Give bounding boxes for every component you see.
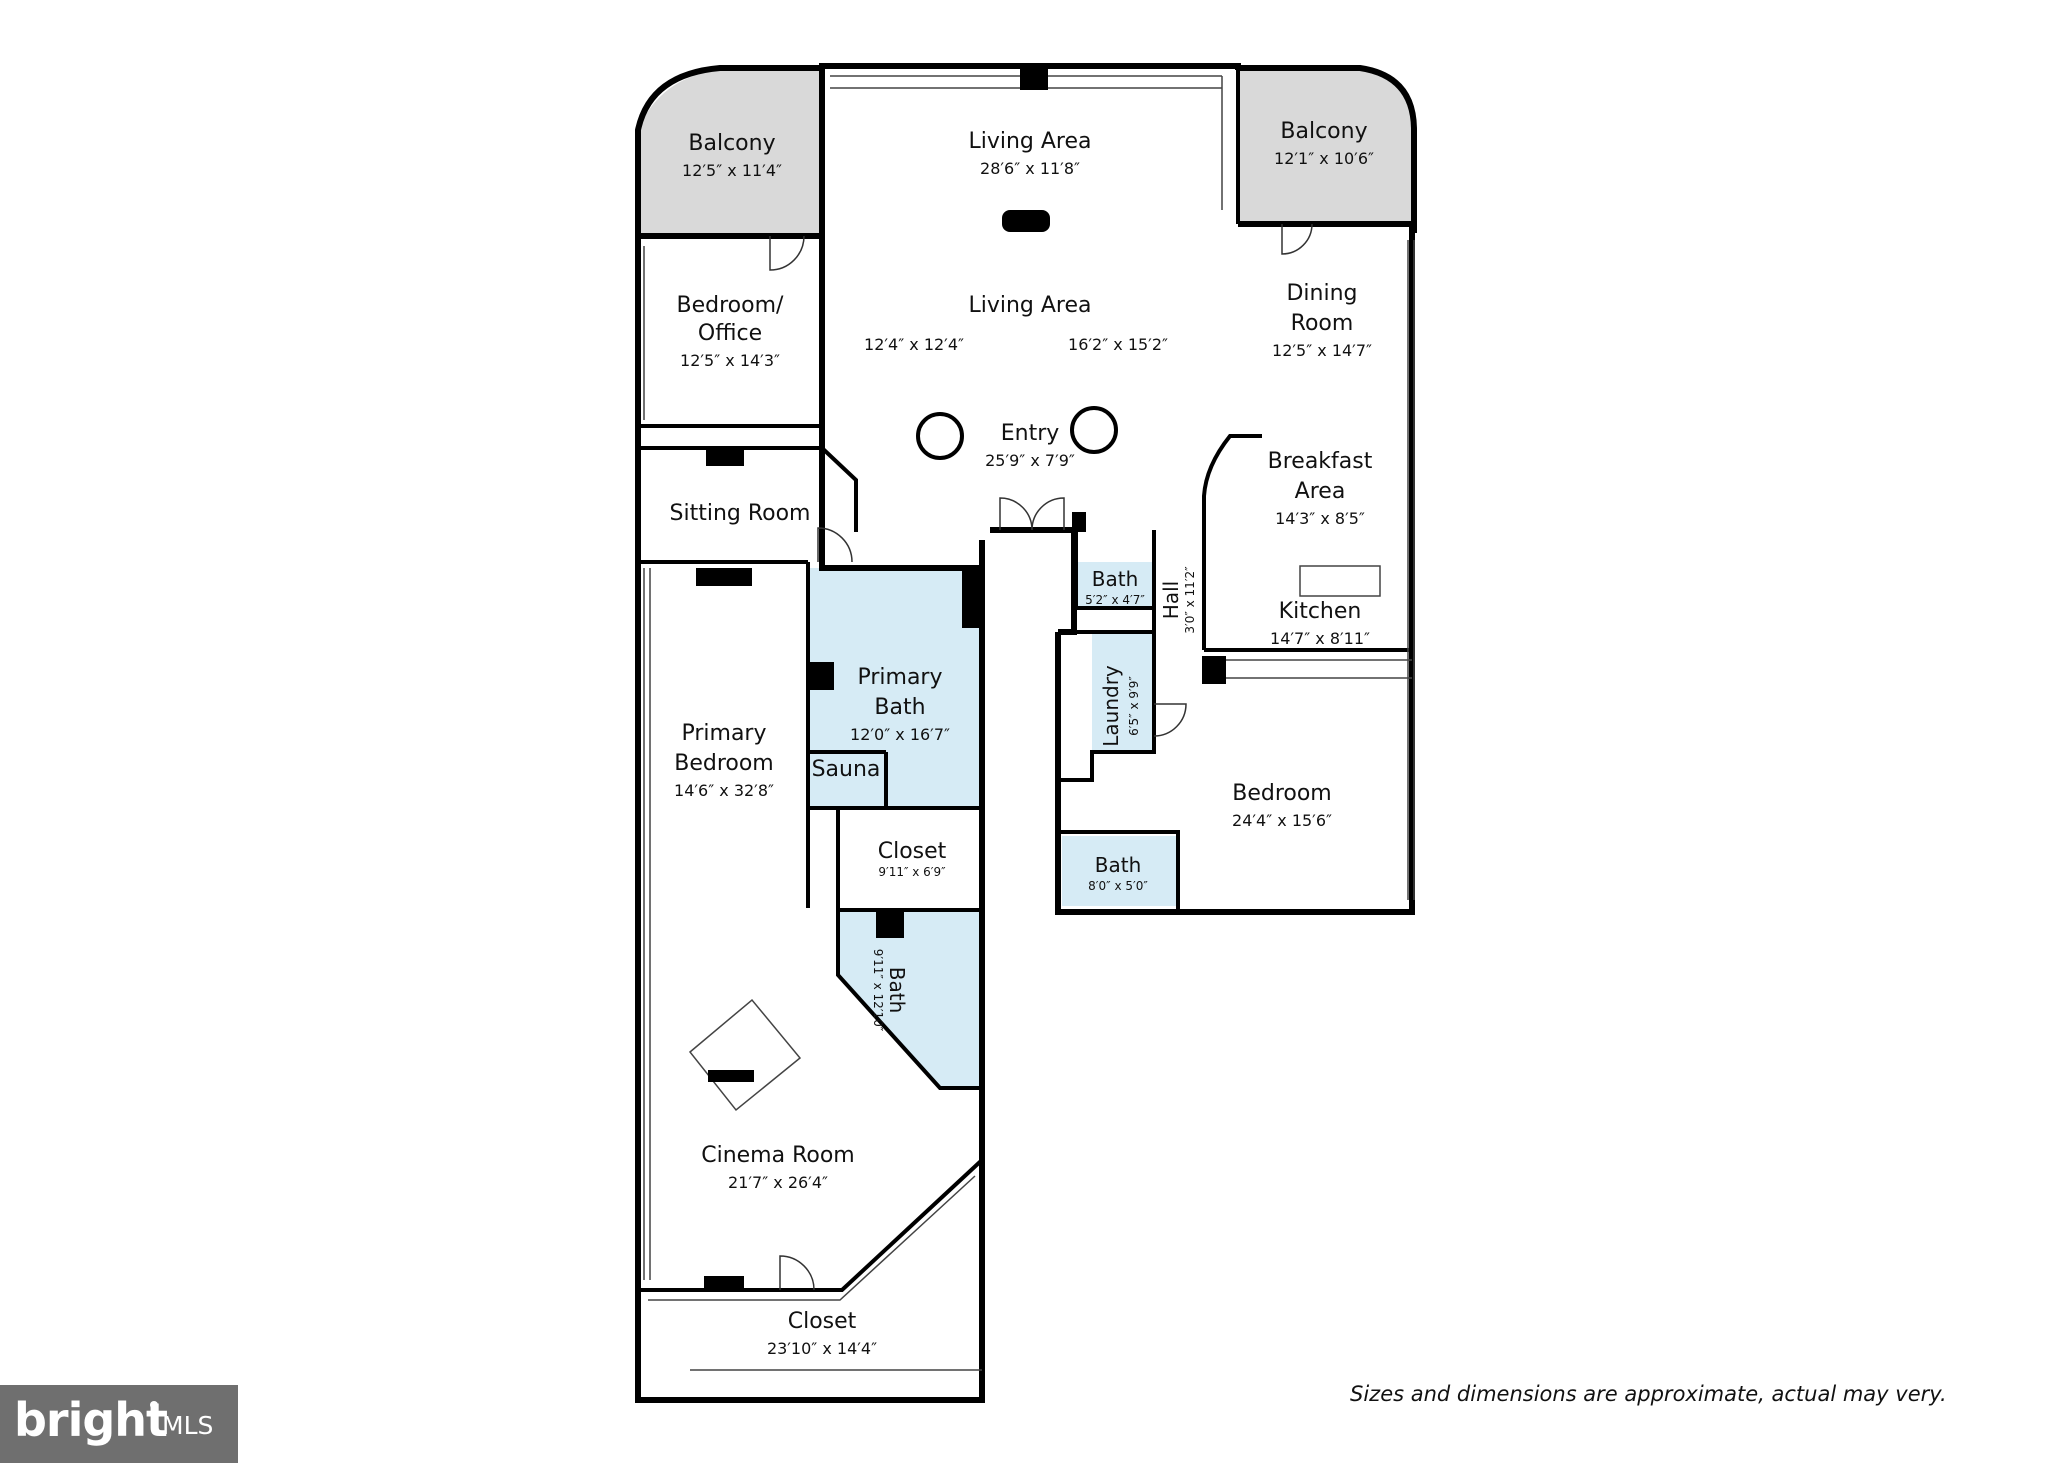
fireplace: [1002, 210, 1050, 232]
dining-name-1: Dining: [1286, 281, 1357, 306]
living-mid-name: Living Area: [968, 293, 1091, 318]
bath-vertical-dim: 9′11″ x 12′10″: [871, 949, 885, 1032]
entry-wall: [990, 527, 1077, 635]
balcony-right-dim: 12′1″ x 10′6″: [1274, 149, 1374, 168]
sitting-angle: [820, 446, 858, 532]
dining-name-2: Room: [1291, 311, 1354, 336]
column-primary: [696, 568, 752, 586]
breakfast-wall: [1202, 434, 1262, 560]
laundry-dim: 6′5″ x 9′9″: [1127, 676, 1141, 736]
entry-column-right: [1070, 406, 1118, 454]
bright-mls-logo: bright MLS: [0, 1385, 238, 1463]
living-mid-dim-right: 16′2″ x 15′2″: [1068, 335, 1168, 354]
entry-column-left: [916, 412, 964, 460]
balcony-left-name: Balcony: [688, 131, 775, 156]
entry-dim: 25′9″ x 7′9″: [985, 451, 1075, 470]
primary-bedroom-dim: 14′6″ x 32′8″: [674, 781, 774, 800]
living-left-wall: [819, 70, 985, 571]
laundry-name: Laundry: [1099, 665, 1123, 747]
door-sitting: [817, 527, 853, 563]
column-bottom: [704, 1276, 744, 1292]
breakfast-name-1: Breakfast: [1268, 449, 1373, 474]
laundry-fill: [1092, 632, 1154, 752]
cinema-name: Cinema Room: [701, 1143, 855, 1168]
primary-bedroom-name-2: Bedroom: [674, 751, 774, 776]
bath-small-walls: [1074, 530, 1156, 610]
kitchen-counter-lines: [1204, 565, 1412, 679]
column-bedroom: [706, 448, 744, 466]
closet-bottom-name: Closet: [788, 1309, 857, 1334]
kitchen-dim: 14′7″ x 8′11″: [1270, 629, 1370, 648]
breakfast-dim: 14′3″ x 8′5″: [1275, 509, 1365, 528]
door-laundry: [1153, 703, 1187, 737]
primary-bath-walls: [806, 568, 982, 810]
bedroom-dim: 24′4″ x 15′6″: [1232, 811, 1332, 830]
bath-bedroom-walls: [1058, 830, 1180, 912]
bedroom-office-name-2: Office: [698, 321, 762, 346]
kitchen-walls: [1202, 560, 1412, 652]
door-entry: [999, 497, 1065, 531]
sauna-name: Sauna: [812, 757, 881, 782]
door-bedroom-office: [769, 235, 805, 271]
primary-bath-name-2: Bath: [874, 695, 925, 720]
balcony-left-dim: 12′5″ x 11′4″: [682, 161, 782, 180]
bedroom-office-name-1: Bedroom/: [677, 293, 785, 318]
left-window-lines: [643, 246, 651, 1280]
bottom-closet-lines: [648, 1175, 982, 1371]
column-kitchen: [1202, 656, 1226, 684]
sitting-name: Sitting Room: [670, 501, 811, 526]
bedroom-name: Bedroom: [1232, 781, 1332, 806]
dining-dim: 12′5″ x 14′7″: [1272, 341, 1372, 360]
living-top-name: Living Area: [968, 129, 1091, 154]
closet-mid-name: Closet: [878, 839, 947, 864]
balcony-right-area: [1238, 70, 1412, 222]
closet-bottom-dim: 23′10″ x 14′4″: [767, 1339, 877, 1358]
bath-bedroom-fill: [1062, 836, 1178, 906]
kitchen-name: Kitchen: [1279, 599, 1362, 624]
cinema-screen-outline: [688, 998, 802, 1112]
primary-bath-fill: [808, 568, 980, 808]
bath-small-name: Bath: [1092, 567, 1139, 591]
bath-small-dim: 5′2″ x 4′7″: [1085, 593, 1145, 607]
door-dining: [1281, 223, 1313, 255]
approximate-sizes-note: Sizes and dimensions are approximate, ac…: [1350, 1382, 1947, 1406]
balcony-right-name: Balcony: [1280, 119, 1367, 144]
cinema-dim: 21′7″ x 26′4″: [728, 1173, 828, 1192]
bath-vertical-fill: [838, 910, 980, 1088]
bath-small-fill: [1076, 562, 1154, 608]
outer-wall-right: [1055, 65, 1417, 915]
column-sauna: [808, 662, 834, 690]
primary-bath-name-1: Primary: [857, 665, 942, 690]
living-mid-dim-left: 12′4″ x 12′4″: [864, 335, 964, 354]
hall-name: Hall: [1159, 581, 1183, 619]
primary-bedroom-name-1: Primary: [681, 721, 766, 746]
entry-name: Entry: [1001, 421, 1060, 446]
closet-mid-dim: 9′11″ x 6′9″: [878, 865, 946, 879]
logo-suffix: MLS: [162, 1411, 214, 1440]
column-primary-bath: [962, 568, 982, 628]
column-entry: [1072, 512, 1086, 532]
column-top: [1020, 66, 1048, 90]
column-cinema: [708, 1070, 754, 1082]
bedroom-office-dim: 12′5″ x 14′3″: [680, 351, 780, 370]
bath-bedroom-name: Bath: [1095, 853, 1142, 877]
hall-dim: 3′0″ x 11′2″: [1183, 566, 1197, 634]
door-cinema: [779, 1255, 815, 1291]
living-top-dim: 28′6″ x 11′8″: [980, 159, 1080, 178]
column-bath-vertical: [876, 910, 904, 938]
primary-bath-dim: 12′0″ x 16′7″: [850, 725, 950, 744]
logo-dot-icon: [150, 1401, 158, 1409]
breakfast-name-2: Area: [1295, 479, 1346, 504]
bath-bedroom-dim: 8′0″ x 5′0″: [1088, 879, 1148, 893]
bath-vertical-walls: [836, 910, 982, 1090]
balcony-left-area: [638, 70, 822, 234]
bath-vertical-name: Bath: [885, 967, 909, 1014]
logo-brand: bright: [14, 1393, 168, 1447]
